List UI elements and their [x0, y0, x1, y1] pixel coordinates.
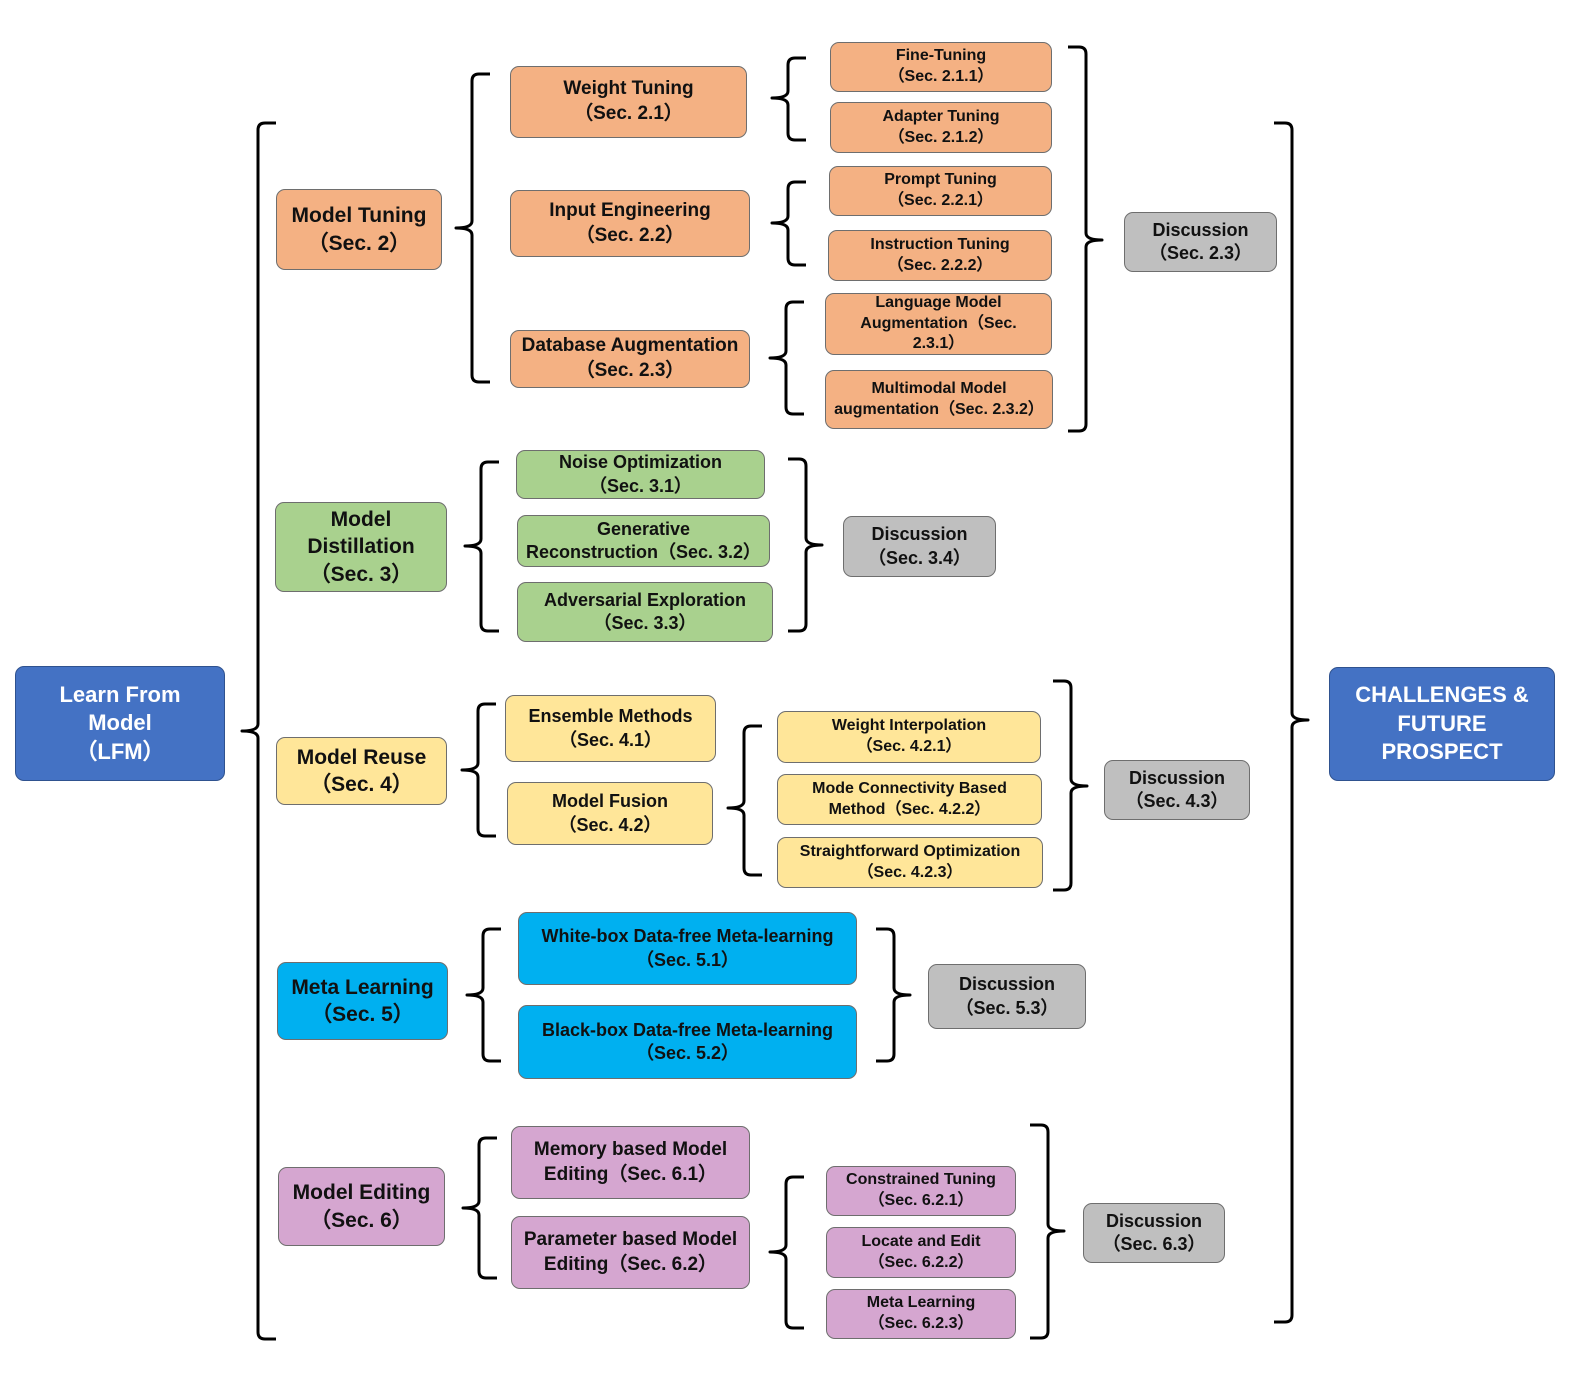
- discussion-3-4-node: Discussion （Sec. 3.4）: [843, 516, 996, 577]
- bracket-weight: [770, 56, 806, 142]
- prompt-tuning-node: Prompt Tuning （Sec. 2.2.1）: [829, 166, 1052, 216]
- input-engineering-node: Input Engineering （Sec. 2.2）: [510, 190, 750, 257]
- bracket-root: [240, 121, 276, 1341]
- model-reuse-node: Model Reuse （Sec. 4）: [276, 737, 447, 805]
- adapter-tuning-node: Adapter Tuning （Sec. 2.1.2）: [830, 102, 1052, 153]
- multimodal-model-augmentation-node: Multimodal Model augmentation（Sec. 2.3.2…: [825, 370, 1053, 429]
- noise-optimization-node: Noise Optimization （Sec. 3.1）: [516, 450, 765, 499]
- discussion-4-3-node: Discussion （Sec. 4.3）: [1104, 760, 1250, 820]
- mode-connectivity-node: Mode Connectivity Based Method（Sec. 4.2.…: [777, 774, 1042, 825]
- model-editing-node: Model Editing （Sec. 6）: [278, 1167, 445, 1246]
- memory-based-editing-node: Memory based Model Editing（Sec. 6.1）: [511, 1126, 750, 1199]
- discussion-2-3-node: Discussion （Sec. 2.3）: [1124, 212, 1277, 272]
- constrained-tuning-node: Constrained Tuning （Sec. 6.2.1）: [826, 1166, 1016, 1216]
- instruction-tuning-node: Instruction Tuning （Sec. 2.2.2）: [828, 230, 1052, 281]
- bracket-param: [768, 1175, 804, 1330]
- adversarial-exploration-node: Adversarial Exploration （Sec. 3.3）: [517, 582, 773, 642]
- bracket-fusion: [726, 724, 762, 877]
- meta-learning-editing-node: Meta Learning （Sec. 6.2.3）: [826, 1289, 1016, 1339]
- weight-interpolation-node: Weight Interpolation （Sec. 4.2.1）: [777, 711, 1041, 763]
- straightforward-optimization-node: Straightforward Optimization （Sec. 4.2.3…: [777, 837, 1043, 888]
- language-model-augmentation-node: Language Model Augmentation（Sec. 2.3.1）: [825, 293, 1052, 355]
- fine-tuning-node: Fine-Tuning （Sec. 2.1.1）: [830, 42, 1052, 92]
- bracket-reuse: [460, 702, 496, 838]
- model-fusion-node: Model Fusion （Sec. 4.2）: [507, 782, 713, 845]
- discussion-6-3-node: Discussion （Sec. 6.3）: [1083, 1203, 1225, 1263]
- bracket-meta-discussion: [876, 927, 912, 1063]
- meta-learning-node: Meta Learning （Sec. 5）: [277, 962, 448, 1040]
- database-augmentation-node: Database Augmentation （Sec. 2.3）: [510, 330, 750, 388]
- bracket-tuning: [454, 72, 490, 384]
- white-box-meta-learning-node: White-box Data-free Meta-learning （Sec. …: [518, 912, 857, 985]
- bracket-meta: [465, 927, 501, 1063]
- black-box-meta-learning-node: Black-box Data-free Meta-learning （Sec. …: [518, 1005, 857, 1079]
- model-tuning-node: Model Tuning （Sec. 2）: [276, 189, 442, 270]
- parameter-based-editing-node: Parameter based Model Editing（Sec. 6.2）: [511, 1216, 750, 1289]
- bracket-distillation: [463, 460, 499, 633]
- bracket-input: [770, 180, 806, 267]
- bracket-database: [768, 300, 804, 416]
- generative-reconstruction-node: Generative Reconstruction（Sec. 3.2）: [517, 515, 770, 567]
- weight-tuning-node: Weight Tuning （Sec. 2.1）: [510, 66, 747, 138]
- model-distillation-node: Model Distillation （Sec. 3）: [275, 502, 447, 592]
- root-node-lfm: Learn From Model （LFM）: [15, 666, 225, 781]
- bracket-editing-discussion: [1030, 1123, 1066, 1340]
- discussion-5-3-node: Discussion （Sec. 5.3）: [928, 964, 1086, 1029]
- bracket-reuse-discussion: [1053, 679, 1089, 892]
- bracket-distillation-discussion: [788, 457, 824, 633]
- bracket-tuning-discussion: [1068, 45, 1104, 433]
- ensemble-methods-node: Ensemble Methods （Sec. 4.1）: [505, 695, 716, 762]
- bracket-outcome: [1274, 121, 1310, 1324]
- locate-and-edit-node: Locate and Edit （Sec. 6.2.2）: [826, 1227, 1016, 1278]
- bracket-editing: [461, 1136, 497, 1280]
- challenges-future-prospect-node: CHALLENGES & FUTURE PROSPECT: [1329, 667, 1555, 781]
